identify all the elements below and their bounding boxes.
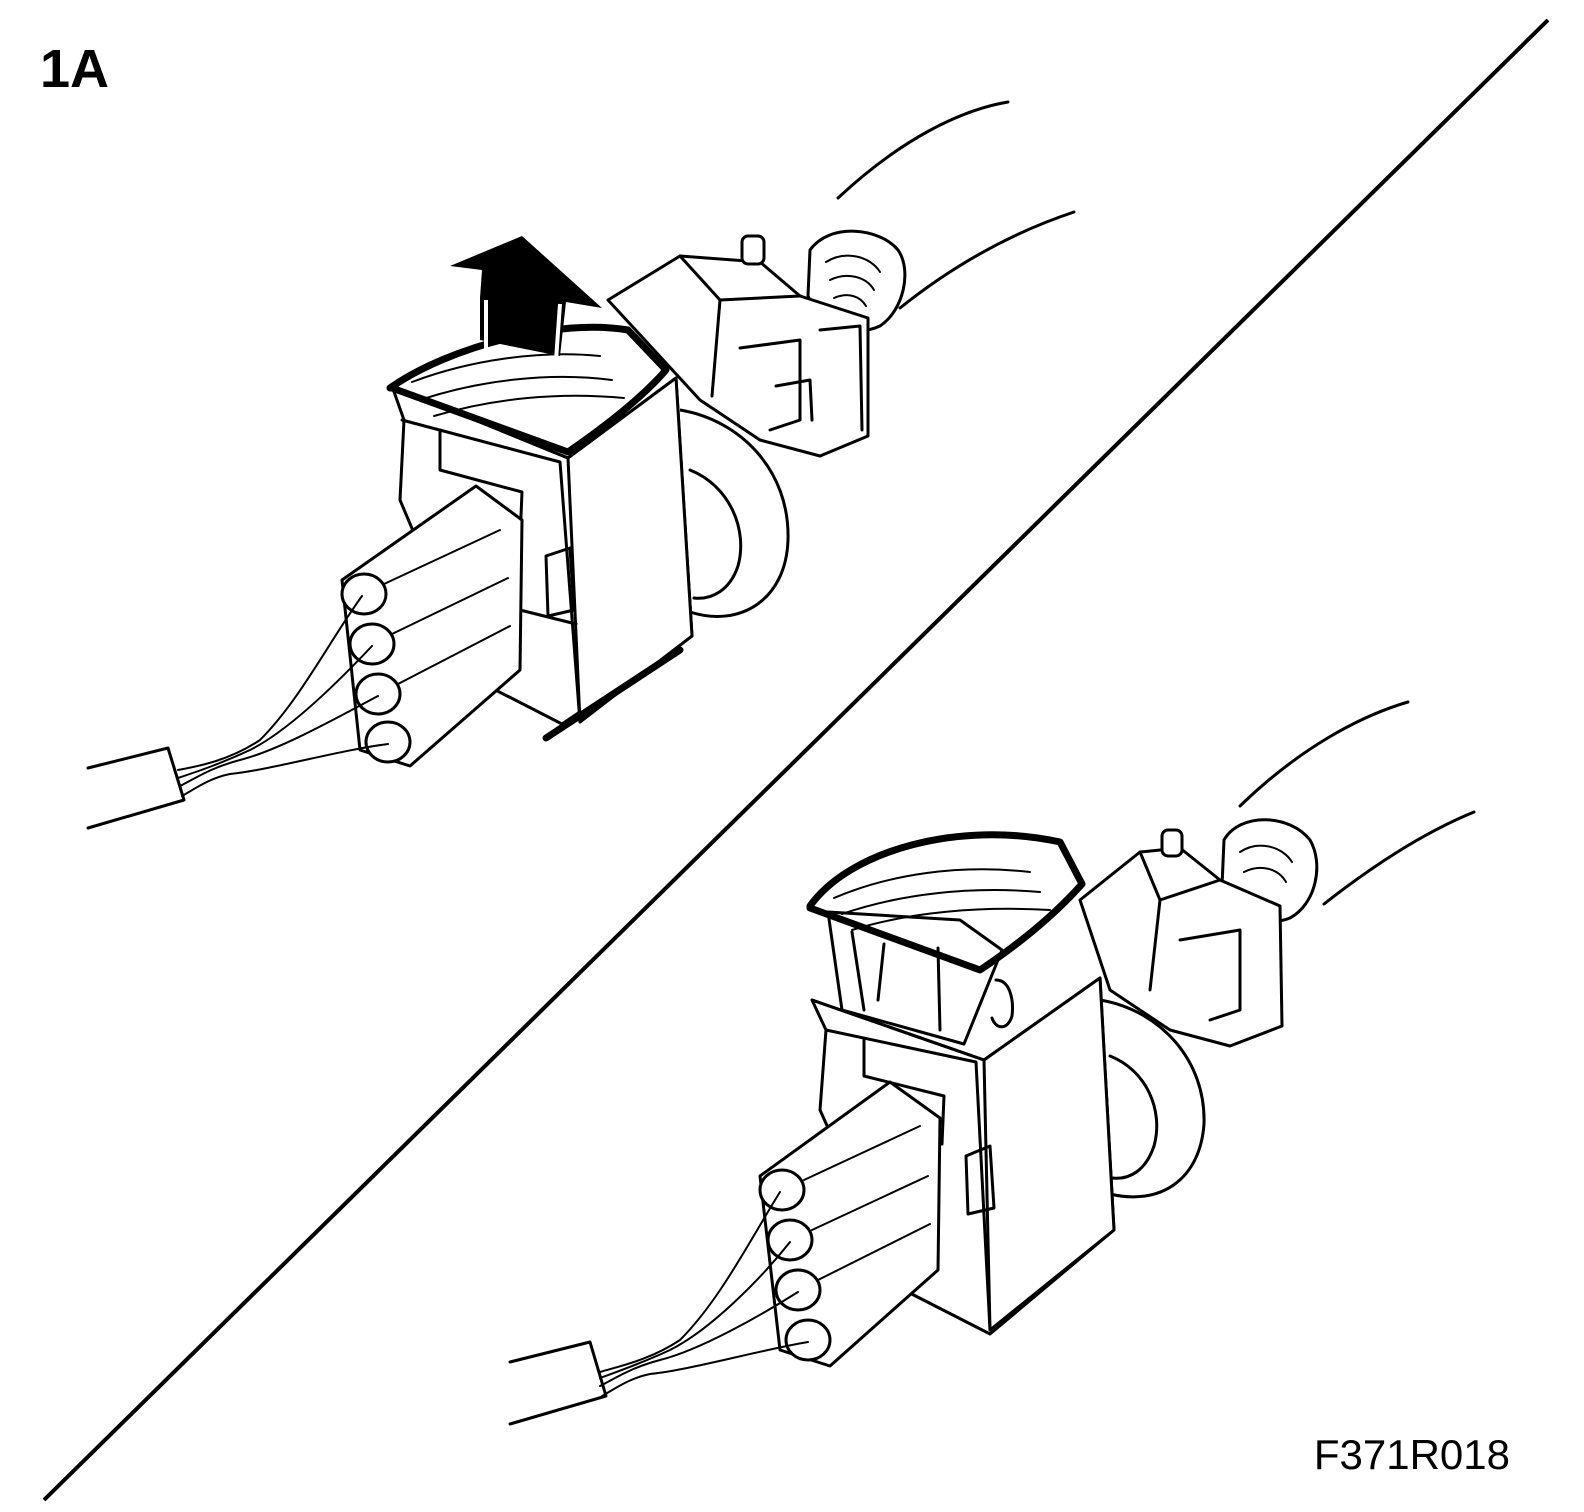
top-terminal-tubes — [340, 484, 524, 768]
top-locking-slide — [386, 323, 670, 456]
bottom-wire-bundle — [508, 1191, 809, 1426]
step-label: 1A — [40, 39, 110, 99]
bottom-seal-ring — [1099, 998, 1206, 1199]
top-wire-bundle — [86, 595, 389, 830]
top-mating-socket — [606, 234, 870, 458]
bottom-far-cable — [1220, 700, 1476, 924]
top-far-cable — [806, 100, 1076, 333]
lift-up-arrow-icon — [450, 236, 602, 361]
bottom-terminal-tubes — [758, 1080, 942, 1368]
panel-bottom-connector — [508, 700, 1476, 1426]
figure-reference-code: F371R018 — [1313, 1431, 1510, 1478]
panel-divider-line — [42, 18, 1550, 1502]
top-seal-ring — [679, 408, 790, 618]
bottom-locking-slide — [806, 831, 1086, 1046]
panel-top-connector — [86, 100, 1076, 830]
bottom-mating-socket — [1078, 828, 1284, 1048]
